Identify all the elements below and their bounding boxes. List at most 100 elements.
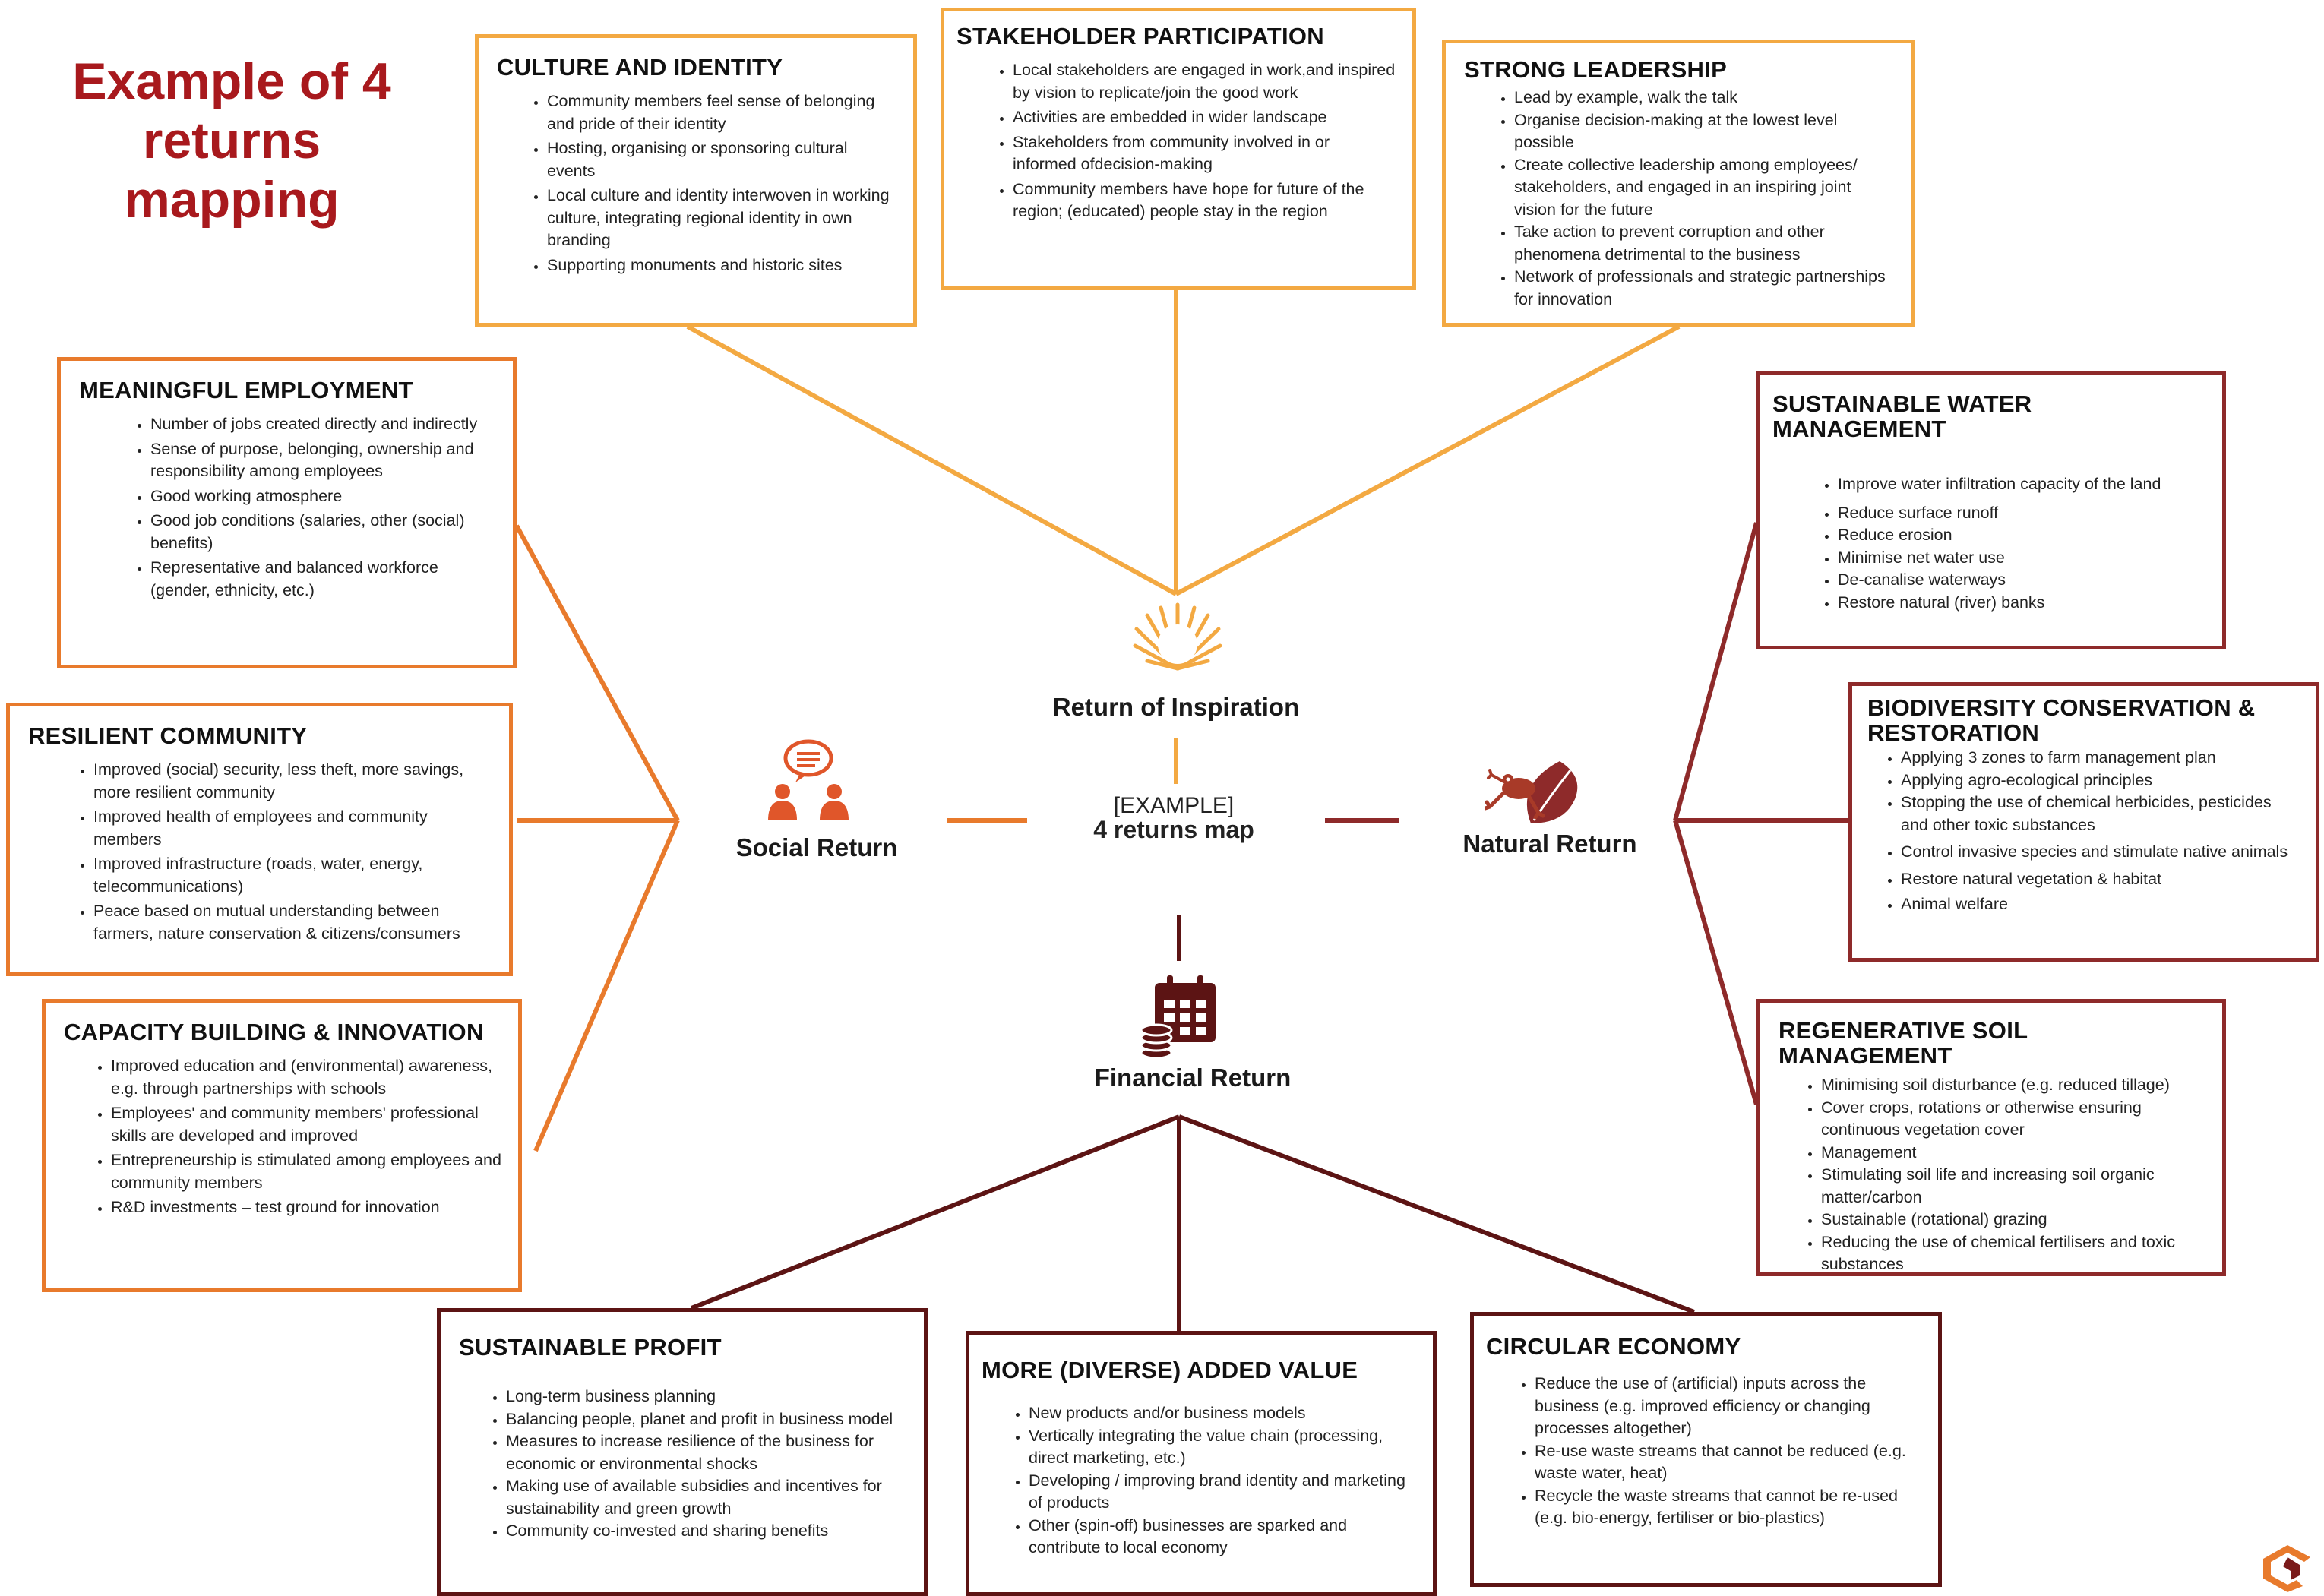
line-circular: [1178, 1114, 1696, 1314]
box-title: BIODIVERSITY CONSERVATION & RESTORATION: [1867, 694, 2256, 746]
list-item: Reduce erosion: [1838, 524, 2205, 547]
list-item: Balancing people, planet and profit in b…: [506, 1408, 907, 1431]
list-item: Making use of available subsidies and in…: [506, 1475, 907, 1520]
center-example-label: [EXAMPLE]: [1113, 793, 1235, 818]
list-item: Number of jobs created directly and indi…: [150, 413, 496, 436]
box-title: SUSTAINABLE PROFIT: [459, 1334, 722, 1361]
box-circular-economy: CIRCULAR ECONOMY Reduce the use of (arti…: [1470, 1312, 1942, 1587]
line-culture: [686, 324, 1178, 596]
box-title: STRONG LEADERSHIP: [1464, 56, 1728, 83]
list-item: Supporting monuments and historic sites: [547, 254, 896, 277]
list-item: Long-term business planning: [506, 1386, 907, 1408]
box-title: STAKEHOLDER PARTICIPATION: [956, 23, 1324, 49]
list-item: Stakeholders from community involved in …: [1013, 131, 1396, 176]
list-item: Representative and balanced workforce (g…: [150, 557, 496, 602]
list-item: Network of professionals and strategic p…: [1514, 266, 1894, 311]
financial-return-label: Financial Return: [1094, 1063, 1292, 1092]
list-item: Community members feel sense of belongin…: [547, 90, 896, 135]
list-item: New products and/or business models: [1029, 1402, 1416, 1425]
list-item: Community co-invested and sharing benefi…: [506, 1520, 907, 1543]
list-item: Animal welfare: [1901, 893, 2299, 916]
natural-return-label: Natural Return: [1462, 830, 1637, 858]
box-regenerative-soil-management: REGENERATIVE SOIL MANAGEMENT Minimising …: [1756, 999, 2226, 1276]
list-item: Cover crops, rotations or otherwise ensu…: [1821, 1097, 2205, 1142]
list-item: Local stakeholders are engaged in work,a…: [1013, 59, 1396, 104]
list-item: Organise decision-making at the lowest l…: [1514, 109, 1894, 154]
box-meaningful-employment: MEANINGFUL EMPLOYMENT Number of jobs cre…: [57, 357, 517, 668]
list-item: Sense of purpose, belonging, ownership a…: [150, 438, 496, 483]
box-title: RESILIENT COMMUNITY: [28, 722, 308, 749]
list-item: Restore natural (river) banks: [1838, 592, 2205, 615]
frog-leaf-icon: [1485, 761, 1578, 823]
list-item: Stimulating soil life and increasing soi…: [1821, 1164, 2205, 1209]
list-item: Improved infrastructure (roads, water, e…: [93, 853, 492, 898]
sunburst-heart-icon: [1133, 602, 1222, 671]
list-item: Improved (social) security, less theft, …: [93, 759, 492, 804]
list-item: Good working atmosphere: [150, 485, 496, 508]
box-title: CIRCULAR ECONOMY: [1486, 1333, 1741, 1360]
list-item: Restore natural vegetation & habitat: [1901, 868, 2299, 891]
list-item: Reduce surface runoff: [1838, 502, 2205, 525]
page-title: Example of 4 returns mapping: [72, 52, 391, 229]
center-map-label: 4 returns map: [1093, 816, 1254, 843]
list-item: Peace based on mutual understanding betw…: [93, 900, 492, 945]
box-strong-leadership: STRONG LEADERSHIP Lead by example, walk …: [1442, 40, 1915, 327]
box-sustainable-water-management: SUSTAINABLE WATER MANAGEMENT Improve wat…: [1756, 371, 2226, 649]
box-title: SUSTAINABLE WATER MANAGEMENT: [1772, 390, 2032, 442]
list-item: Control invasive species and stimulate n…: [1901, 841, 2299, 864]
line-water: [1673, 522, 1759, 821]
list-item: Vertically integrating the value chain (…: [1029, 1425, 1416, 1470]
list-item: Activities are embedded in wider landsca…: [1013, 106, 1396, 129]
list-item: Sustainable (rotational) grazing: [1821, 1209, 2205, 1231]
list-item: Lead by example, walk the talk: [1514, 87, 1894, 109]
brand-logo-icon: [2263, 1545, 2310, 1592]
list-item: Minimising soil disturbance (e.g. reduce…: [1821, 1074, 2205, 1097]
list-item: Management: [1821, 1142, 2205, 1165]
list-item: Minimise net water use: [1838, 547, 2205, 570]
list-item: Stopping the use of chemical herbicides,…: [1901, 792, 2299, 836]
list-item: Community members have hope for future o…: [1013, 179, 1396, 223]
list-item: Good job conditions (salaries, other (so…: [150, 510, 496, 555]
calendar-coins-icon: [1140, 975, 1216, 1060]
inspiration-return-label: Return of Inspiration: [1052, 693, 1300, 721]
line-leadership: [1175, 324, 1681, 596]
box-capacity-building-innovation: CAPACITY BUILDING & INNOVATION Improved …: [42, 999, 522, 1292]
list-item: Entrepreneurship is stimulated among emp…: [111, 1149, 501, 1194]
people-chat-icon: [768, 739, 849, 820]
list-item: Reducing the use of chemical fertilisers…: [1821, 1231, 2205, 1276]
list-item: Local culture and identity interwoven in…: [547, 185, 896, 252]
box-title: REGENERATIVE SOIL MANAGEMENT: [1779, 1017, 2028, 1069]
list-item: Other (spin-off) businesses are sparked …: [1029, 1515, 1416, 1560]
line-employment: [514, 524, 680, 822]
list-item: Improved health of employees and communi…: [93, 806, 492, 851]
list-item: Re-use waste streams that cannot be redu…: [1535, 1440, 1921, 1485]
social-return-label: Social Return: [735, 833, 898, 861]
list-item: Improve water infiltration capacity of t…: [1838, 473, 2205, 496]
box-title: MEANINGFUL EMPLOYMENT: [79, 377, 413, 403]
box-sustainable-profit: SUSTAINABLE PROFIT Long-term business pl…: [437, 1308, 928, 1596]
line-soil: [1673, 820, 1759, 1105]
box-biodiversity-conservation-restoration: BIODIVERSITY CONSERVATION & RESTORATION …: [1848, 682, 2319, 962]
line-profit: [690, 1114, 1181, 1310]
list-item: Employees' and community members' profes…: [111, 1102, 501, 1147]
list-item: Improved education and (environmental) a…: [111, 1055, 501, 1100]
box-title: CULTURE AND IDENTITY: [497, 54, 783, 81]
list-item: Measures to increase resilience of the b…: [506, 1430, 907, 1475]
box-stakeholder-participation: STAKEHOLDER PARTICIPATION Local stakehol…: [941, 8, 1416, 290]
line-capacity: [533, 819, 680, 1152]
list-item: Take action to prevent corruption and ot…: [1514, 221, 1894, 266]
box-more-diverse-added-value: MORE (DIVERSE) ADDED VALUE New products …: [966, 1331, 1437, 1596]
box-title: CAPACITY BUILDING & INNOVATION: [64, 1019, 484, 1045]
list-item: Recycle the waste streams that cannot be…: [1535, 1485, 1921, 1530]
list-item: Developing / improving brand identity an…: [1029, 1470, 1416, 1515]
list-item: Applying agro-ecological principles: [1901, 770, 2299, 792]
list-item: Reduce the use of (artificial) inputs ac…: [1535, 1373, 1921, 1440]
box-resilient-community: RESILIENT COMMUNITY Improved (social) se…: [6, 703, 513, 976]
list-item: Applying 3 zones to farm management plan: [1901, 747, 2299, 770]
list-item: Create collective leadership among emplo…: [1514, 154, 1894, 222]
list-item: Hosting, organising or sponsoring cultur…: [547, 137, 896, 182]
list-item: De-canalise waterways: [1838, 569, 2205, 592]
box-title: MORE (DIVERSE) ADDED VALUE: [982, 1357, 1358, 1383]
list-item: R&D investments – test ground for innova…: [111, 1196, 501, 1219]
